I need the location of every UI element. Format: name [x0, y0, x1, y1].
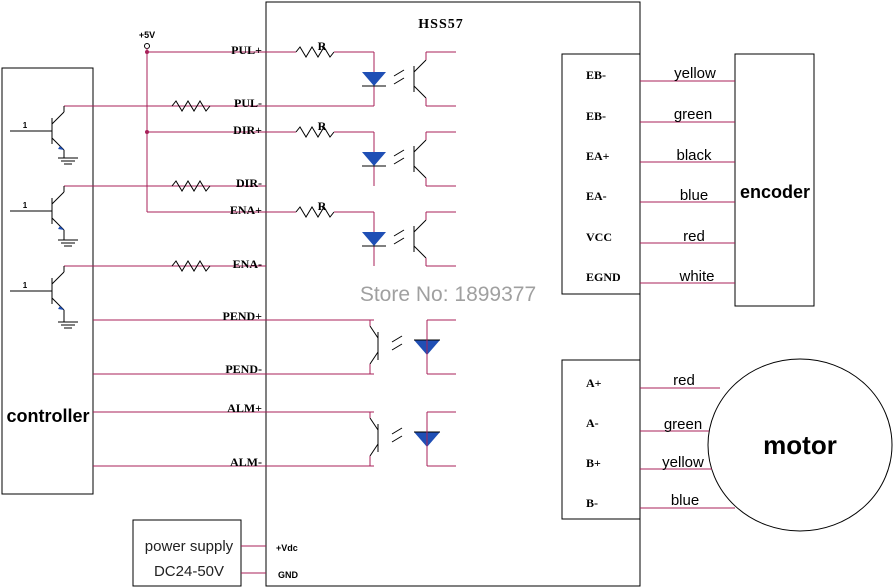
- encoder-connector-box: [561, 53, 641, 295]
- optocoupler-ena: [266, 206, 456, 267]
- resistor-label: R: [318, 199, 327, 213]
- encoder-pin-row: EGND white: [586, 268, 735, 285]
- encoder-wire-color: red: [683, 228, 705, 245]
- motor-circle: [707, 358, 893, 532]
- motor-pin-row: A- green: [586, 416, 709, 433]
- input-label-dir-plus: DIR+: [233, 123, 262, 137]
- resistor: [171, 100, 211, 112]
- encoder-pin-row: VCC red: [586, 228, 735, 245]
- junction-dot: [145, 50, 149, 54]
- transistor-base-pin: 1: [23, 201, 28, 210]
- motor-connector-box: [561, 359, 641, 520]
- motor-label: motor: [763, 430, 837, 460]
- input-label-pul-plus: PUL+: [231, 43, 262, 57]
- encoder-wire-color: black: [676, 147, 712, 164]
- output-label-alm-plus: ALM+: [227, 401, 262, 415]
- power-supply-box: [132, 519, 242, 587]
- output-label-alm-minus: ALM-: [230, 455, 262, 469]
- encoder-wire-color: white: [678, 268, 714, 285]
- optocoupler-pul: [266, 46, 456, 107]
- encoder-wire-color: blue: [680, 187, 708, 204]
- encoder-wire-color: yellow: [674, 65, 716, 82]
- driver-title: HSS57: [418, 17, 463, 32]
- optocoupler-alm: [266, 411, 456, 467]
- supply-terminal: [144, 43, 150, 49]
- controller-label: controller: [6, 406, 89, 426]
- motor-wire-color: green: [664, 416, 702, 433]
- gnd-label: GND: [278, 570, 299, 580]
- power-supply-voltage: DC24-50V: [154, 563, 224, 580]
- optocoupler-pend: [266, 319, 456, 375]
- resistor-label: R: [318, 119, 327, 133]
- motor-pin-row: B- blue: [586, 492, 735, 510]
- resistor: [171, 260, 211, 272]
- output-label-pend-plus: PEND+: [222, 309, 262, 323]
- motor-pin-label: B+: [586, 456, 601, 470]
- encoder-pin-label: VCC: [586, 230, 612, 244]
- resistor-label: R: [318, 39, 327, 53]
- output-label-pend-minus: PEND-: [225, 362, 262, 376]
- motor-pin-label: A+: [586, 376, 602, 390]
- encoder-label: encoder: [740, 182, 810, 202]
- motor-pin-row: A+ red: [586, 372, 720, 390]
- junction-dot: [145, 130, 149, 134]
- encoder-wire-color: green: [674, 106, 712, 123]
- input-label-ena-minus: ENA-: [233, 257, 262, 271]
- controller-transistor-pul: [10, 105, 266, 165]
- supply-label: +5V: [139, 30, 155, 40]
- encoder-pin-row: EA+ black: [586, 147, 735, 164]
- controller-transistor-dir: [10, 185, 266, 247]
- motor-wire-color: red: [673, 372, 695, 389]
- motor-pin-label: B-: [586, 496, 598, 510]
- encoder-pin-row: EA- blue: [586, 187, 735, 204]
- power-supply-label: power supply: [145, 538, 234, 555]
- motor-pin-label: A-: [586, 416, 599, 430]
- motor-wire-color: blue: [671, 492, 699, 509]
- encoder-pin-label: EB-: [586, 109, 606, 123]
- encoder-box: [734, 53, 815, 307]
- encoder-pin-row: EB- green: [586, 106, 735, 123]
- encoder-pin-row: EB- yellow: [586, 65, 735, 82]
- vdc-label: +Vdc: [276, 543, 298, 553]
- encoder-pin-label: EA+: [586, 149, 610, 163]
- resistor: [171, 180, 211, 192]
- encoder-pin-label: EB-: [586, 68, 606, 82]
- input-label-pul-minus: PUL-: [234, 96, 262, 110]
- watermark: Store No: 1899377: [360, 283, 536, 306]
- transistor-base-pin: 1: [23, 121, 28, 130]
- motor-wire-color: yellow: [662, 454, 704, 471]
- input-label-dir-minus: DIR-: [236, 176, 262, 190]
- motor-pin-row: B+ yellow: [586, 454, 712, 471]
- controller-box: [1, 67, 94, 495]
- encoder-pin-label: EA-: [586, 189, 607, 203]
- optocoupler-dir: [266, 126, 456, 187]
- encoder-pin-label: EGND: [586, 270, 621, 284]
- input-label-ena-plus: ENA+: [230, 203, 262, 217]
- transistor-base-pin: 1: [23, 281, 28, 290]
- controller-transistor-ena: [10, 265, 266, 329]
